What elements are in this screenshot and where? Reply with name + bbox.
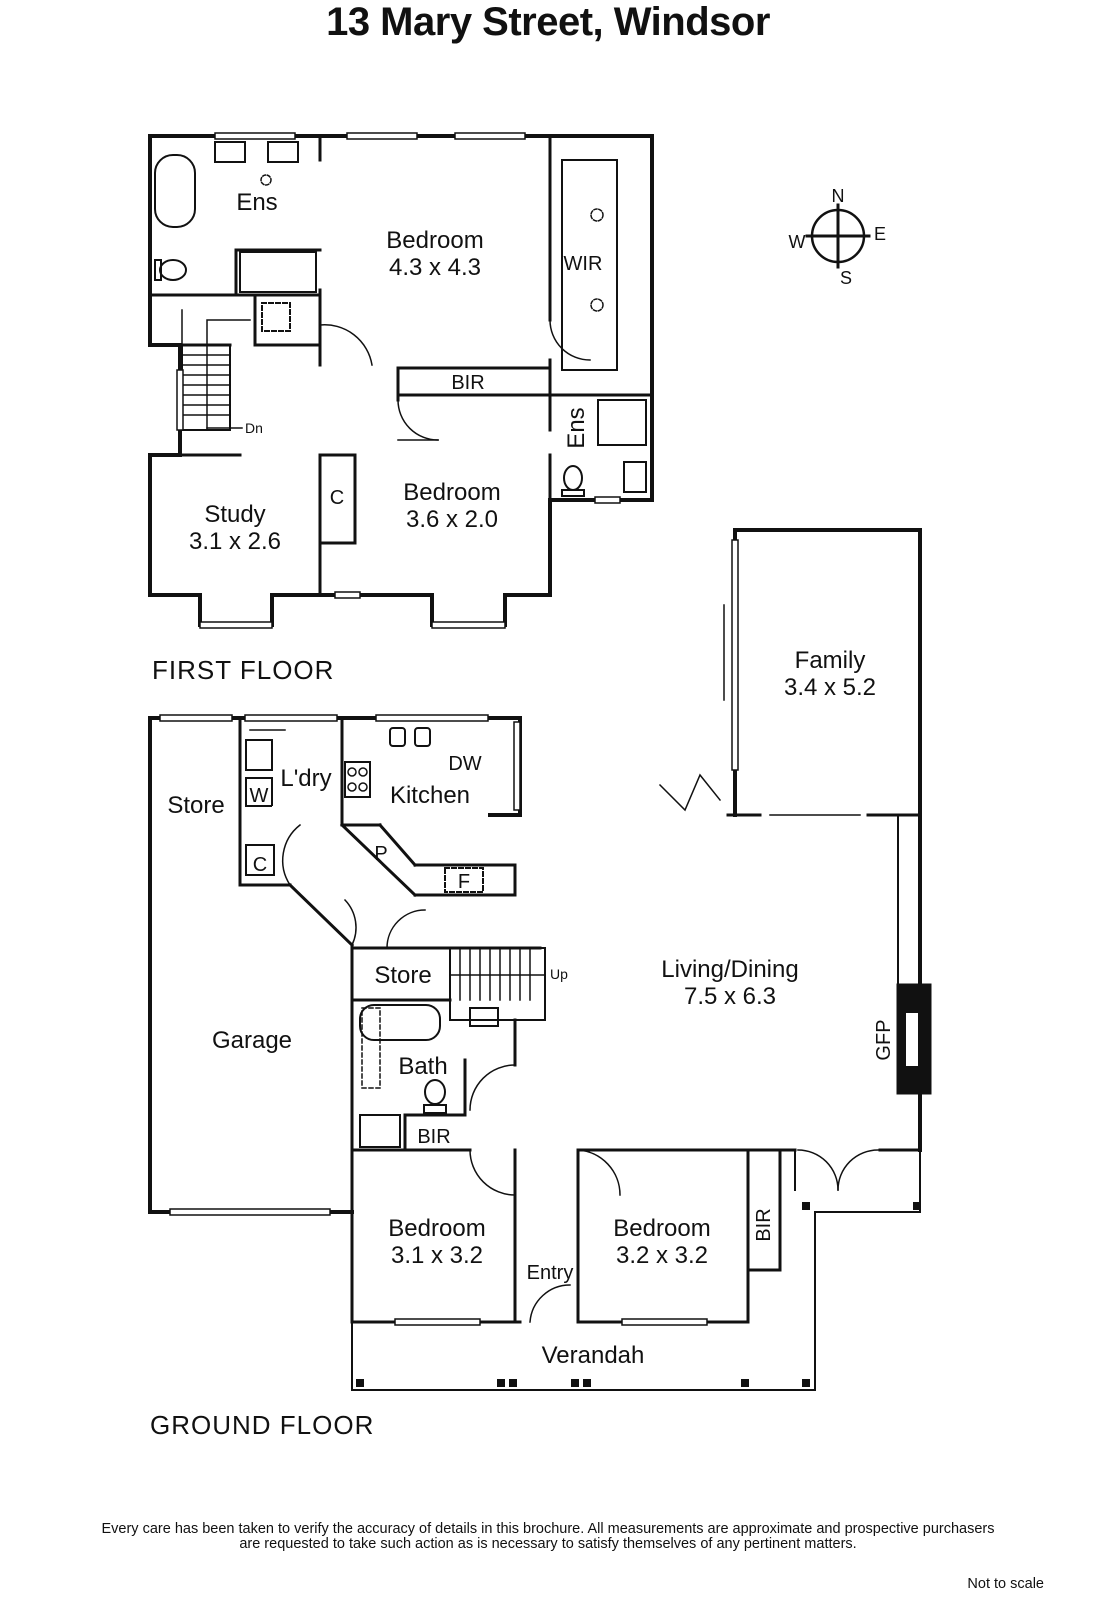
- label-pantry: P: [374, 843, 387, 865]
- label-bedroom-4: Bedroom: [613, 1215, 710, 1242]
- label-living-dining: Living/Dining: [661, 956, 798, 983]
- disclaimer-line-1: Every care has been taken to verify the …: [101, 1521, 995, 1537]
- label-bedroom-master: Bedroom: [386, 227, 483, 254]
- label-up: Up: [550, 966, 568, 982]
- label-store-1: Store: [167, 792, 224, 819]
- label-bir-bedroom-4: BIR: [753, 1208, 775, 1241]
- label-kitchen: Kitchen: [390, 782, 470, 809]
- label-washer: W: [250, 785, 269, 807]
- label-bir-first: BIR: [451, 372, 484, 394]
- compass-icon: [805, 203, 871, 269]
- label-gfp: GFP: [873, 1019, 895, 1060]
- label-bedroom-4-size: 3.2 x 3.2: [616, 1242, 708, 1269]
- label-bedroom-2-size: 3.6 x 2.0: [406, 506, 498, 533]
- label-bath: Bath: [398, 1053, 447, 1080]
- label-fridge: F: [458, 871, 470, 893]
- label-cupboard-ground: C: [253, 854, 267, 876]
- label-laundry: L'dry: [280, 765, 331, 792]
- label-cupboard-first: C: [330, 487, 344, 509]
- label-verandah: Verandah: [542, 1342, 645, 1369]
- label-bedroom-2: Bedroom: [403, 479, 500, 506]
- label-ens-first: Ens: [236, 189, 277, 216]
- disclaimer-line-2: are requested to take such action as is …: [239, 1536, 857, 1552]
- label-ens-second: Ens: [563, 407, 590, 448]
- label-dw: DW: [448, 753, 481, 775]
- not-to-scale-note: Not to scale: [967, 1576, 1044, 1592]
- label-bir-ground: BIR: [417, 1126, 450, 1148]
- label-dn: Dn: [245, 420, 263, 436]
- page-title: 13 Mary Street, Windsor: [326, 0, 770, 44]
- ground-floor-label: GROUND FLOOR: [150, 1410, 375, 1440]
- first-floor-label: FIRST FLOOR: [152, 655, 335, 685]
- label-study: Study: [204, 501, 265, 528]
- label-entry: Entry: [527, 1262, 574, 1284]
- label-garage: Garage: [212, 1027, 292, 1054]
- label-bedroom-3-size: 3.1 x 3.2: [391, 1242, 483, 1269]
- first-floor-walls: [148, 132, 654, 629]
- compass-s: S: [840, 268, 852, 288]
- label-family: Family: [795, 647, 866, 674]
- label-bedroom-master-size: 4.3 x 4.3: [389, 254, 481, 281]
- compass-e: E: [874, 224, 886, 244]
- compass-n: N: [832, 186, 845, 206]
- label-bedroom-3: Bedroom: [388, 1215, 485, 1242]
- compass-w: W: [789, 232, 806, 252]
- disclaimer: Every care has been taken to verify the …: [0, 1522, 1096, 1552]
- ground-floor-walls: [148, 528, 932, 1391]
- label-living-dining-size: 7.5 x 6.3: [684, 983, 776, 1010]
- label-study-size: 3.1 x 2.6: [189, 528, 281, 555]
- label-wir: WIR: [564, 253, 603, 275]
- verandah-posts: [356, 1202, 921, 1387]
- label-store-2: Store: [374, 962, 431, 989]
- label-family-size: 3.4 x 5.2: [784, 674, 876, 701]
